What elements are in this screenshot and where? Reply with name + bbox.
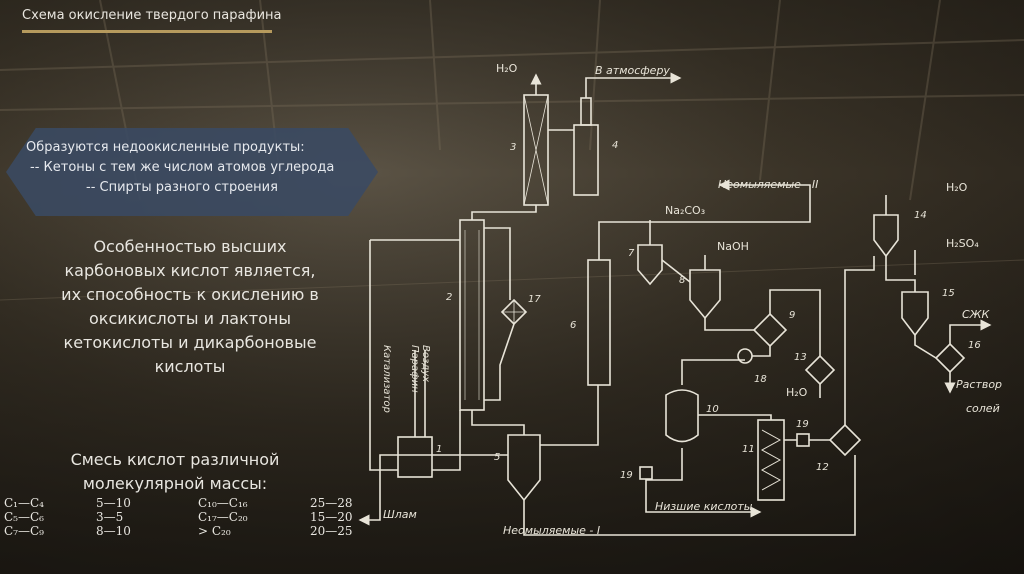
washer-6 xyxy=(587,259,611,386)
label-salt-solution-2: солей xyxy=(966,402,1000,415)
mix-cell: 8—10 xyxy=(96,524,131,538)
number-4: 4 xyxy=(612,140,618,151)
number-3: 3 xyxy=(510,142,516,153)
number-19-left: 19 xyxy=(620,470,633,481)
mix-cell: C₁—C₄ xyxy=(4,496,44,510)
mix-cell: 5—10 xyxy=(96,496,131,510)
label-lower-acids: Низшие кислоты xyxy=(655,500,753,513)
number-12: 12 xyxy=(816,462,829,473)
mix-cell: 20—25 xyxy=(310,524,353,538)
label-naoh: NaOH xyxy=(717,240,749,253)
label-h2o-mid: H₂O xyxy=(786,386,808,399)
settler-5 xyxy=(507,434,541,502)
mixture-title-line-2: молекулярной массы: xyxy=(82,474,268,493)
label-paraffin: Парафин xyxy=(409,345,420,393)
paragraph-line-5: кетокислоты и дикарбоновые xyxy=(63,333,317,352)
separator-4 xyxy=(573,124,599,196)
mix-cell: C₅—C₆ xyxy=(4,510,44,524)
vessel-10 xyxy=(665,389,699,443)
mix-cell: C₇—C₉ xyxy=(4,524,44,538)
info-line-1: Образуются недоокисленные продукты: xyxy=(26,140,305,155)
mix-cell: 15—20 xyxy=(310,510,353,524)
number-5: 5 xyxy=(494,452,500,463)
pump-18 xyxy=(737,348,753,364)
info-box-text: Образуются недоокисленные продукты: -- К… xyxy=(26,138,366,198)
paragraph-line-4: оксикислоты и лактоны xyxy=(89,309,291,328)
label-catalyst: Катализатор xyxy=(381,345,392,413)
label-h2so4: H₂SO₄ xyxy=(946,237,979,250)
label-air: Воздух xyxy=(420,345,431,382)
label-unsaponifiable-2: Неомыляемые - II xyxy=(718,178,818,191)
number-10: 10 xyxy=(706,404,719,415)
paragraph-line-6: кислоты xyxy=(154,357,226,376)
label-h2o-top: H₂O xyxy=(496,62,518,75)
title-underline xyxy=(22,30,272,33)
number-11: 11 xyxy=(742,444,755,455)
label-sludge: Шлам xyxy=(383,508,417,521)
paragraph-line-2: карбоновых кислот является, xyxy=(64,261,316,280)
oxidation-column-2 xyxy=(459,219,485,411)
label-szhk: СЖК xyxy=(962,308,991,321)
number-2: 2 xyxy=(446,292,452,303)
number-17: 17 xyxy=(528,294,541,305)
acids-paragraph: Особенностью высших карбоновых кислот яв… xyxy=(35,235,345,379)
slide-title: Схема окисление твердого парафина xyxy=(22,8,282,23)
valve-19-right xyxy=(796,433,810,447)
info-hexagon xyxy=(6,128,378,216)
number-14: 14 xyxy=(914,210,927,221)
tank-14 xyxy=(873,214,899,258)
info-line-2: -- Кетоны с тем же числом атомов углерод… xyxy=(30,160,335,175)
info-line-3: -- Спирты разного строения xyxy=(86,180,278,195)
mix-cell: 25—28 xyxy=(310,496,353,510)
heat-exchanger-16 xyxy=(934,342,966,374)
label-na2co3: Na₂CO₃ xyxy=(665,204,705,217)
number-18: 18 xyxy=(754,374,767,385)
label-unsaponifiable-1: Неомыляемые - I xyxy=(503,524,600,537)
mix-cell: C₁₀—C₁₆ xyxy=(198,496,248,510)
label-atmosphere: В атмосферу xyxy=(595,64,670,77)
tank-15 xyxy=(901,291,929,337)
number-7: 7 xyxy=(628,248,635,259)
mixer-1 xyxy=(397,436,433,478)
valve-19-left xyxy=(639,466,653,480)
number-9: 9 xyxy=(789,310,795,321)
mix-cell: C₁₇—C₂₀ xyxy=(198,510,248,524)
number-16: 16 xyxy=(968,340,981,351)
paragraph-line-3: их способность к окислению в xyxy=(61,285,319,304)
heat-exchanger-12 xyxy=(828,423,862,457)
label-salt-solution-1: Раствор xyxy=(956,378,1002,391)
number-19-right: 19 xyxy=(796,419,809,430)
number-15: 15 xyxy=(942,288,955,299)
label-h2o-right: H₂O xyxy=(946,181,968,194)
paragraph-line-1: Особенностью высших xyxy=(93,237,287,256)
mix-cell: > C₂₀ xyxy=(198,524,231,538)
number-6: 6 xyxy=(570,320,576,331)
heat-exchanger-9 xyxy=(752,312,788,348)
mix-cell: 3—5 xyxy=(96,510,124,524)
tank-8 xyxy=(689,269,721,320)
heat-exchanger-13 xyxy=(804,354,836,386)
number-8: 8 xyxy=(679,275,685,286)
tank-7 xyxy=(637,244,663,286)
process-flow-diagram: H₂O В атмосферу Неомыляемые - II Na₂CO₃ … xyxy=(358,62,1002,537)
number-13: 13 xyxy=(794,352,807,363)
mixture-title-line-1: Смесь кислот различной xyxy=(70,450,280,469)
mixture-title: Смесь кислот различной молекулярной масс… xyxy=(30,448,320,496)
number-1: 1 xyxy=(436,444,442,455)
